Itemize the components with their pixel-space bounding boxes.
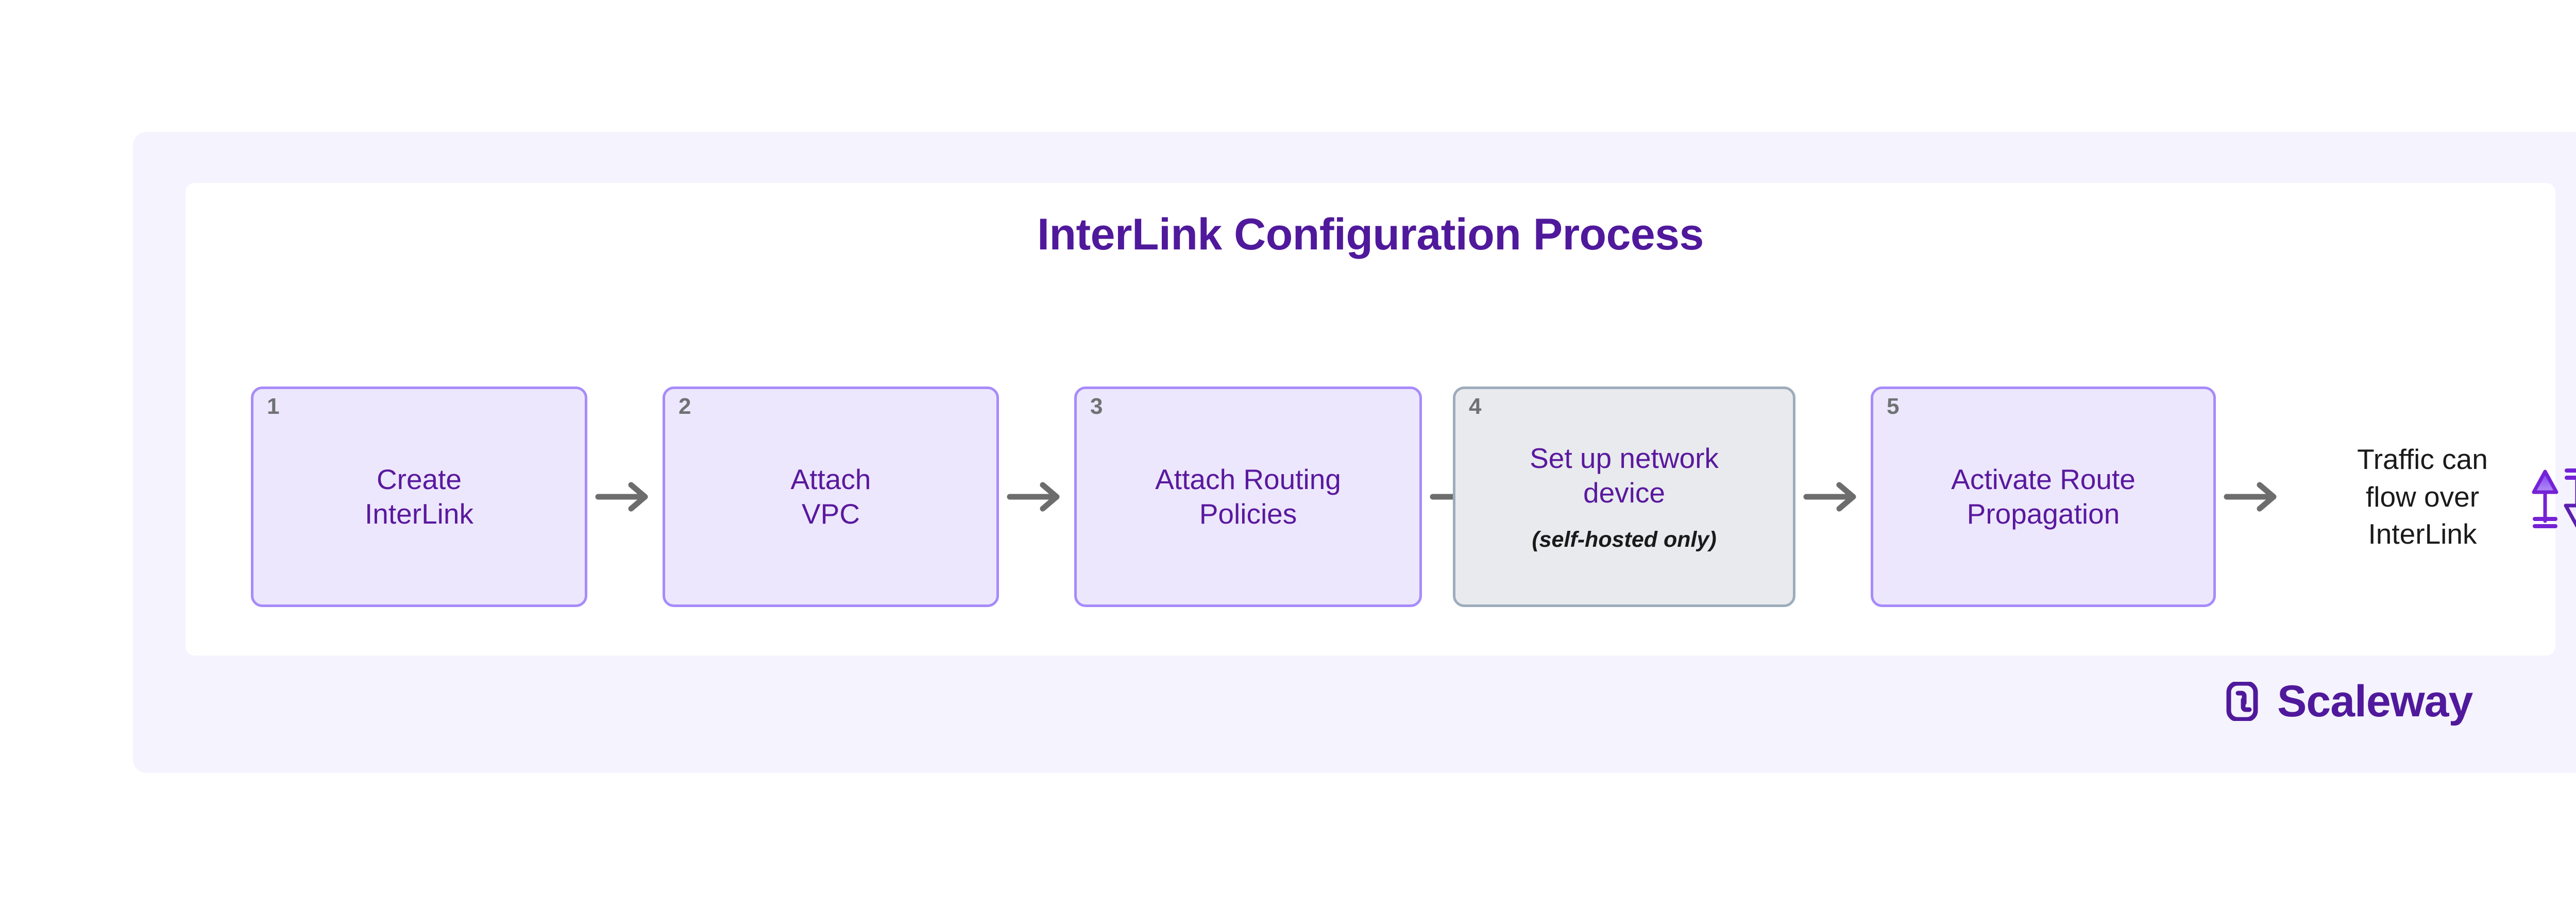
step-number-1: 1 bbox=[267, 394, 280, 419]
step-body-1: Create InterLink bbox=[253, 389, 585, 604]
arrow-right-icon bbox=[2224, 481, 2281, 513]
step-body-3: Attach Routing Policies bbox=[1077, 389, 1419, 604]
step-body-5: Activate Route Propagation bbox=[1873, 389, 2213, 604]
arrow-right-icon bbox=[1803, 481, 1861, 513]
step-number-4: 4 bbox=[1469, 394, 1482, 419]
step-body-4: Set up network device (self-hosted only) bbox=[1455, 389, 1793, 604]
step-box-2[interactable]: 2 Attach VPC bbox=[663, 387, 999, 607]
step-label-3: Attach Routing Policies bbox=[1155, 463, 1341, 530]
brand-logo: Scaleway bbox=[2226, 677, 2473, 726]
process-flow: 1 Create InterLink 2 Attach VPC 3 bbox=[251, 387, 2576, 608]
step-label-2: Attach VPC bbox=[790, 463, 871, 530]
outcome-label: Traffic can flow over InterLink bbox=[2357, 443, 2488, 550]
step-body-2: Attach VPC bbox=[665, 389, 996, 604]
step-number-2: 2 bbox=[679, 394, 691, 419]
step-label-4: Set up network device bbox=[1530, 442, 1719, 509]
page-title: InterLink Configuration Process bbox=[1037, 210, 1704, 259]
arrow-right-icon bbox=[595, 481, 653, 513]
step-box-3[interactable]: 3 Attach Routing Policies bbox=[1074, 387, 1422, 607]
traffic-up-down-icon bbox=[2526, 463, 2576, 530]
step-label-1: Create InterLink bbox=[365, 463, 473, 530]
step-box-1[interactable]: 1 Create InterLink bbox=[251, 387, 587, 607]
step-box-4[interactable]: 4 Set up network device (self-hosted onl… bbox=[1453, 387, 1795, 607]
step-label-5: Activate Route Propagation bbox=[1951, 463, 2136, 530]
step-number-3: 3 bbox=[1090, 394, 1103, 419]
step-note-4: (self-hosted only) bbox=[1532, 527, 1717, 552]
step-box-5[interactable]: 5 Activate Route Propagation bbox=[1871, 387, 2216, 607]
step-number-5: 5 bbox=[1887, 394, 1900, 419]
scaleway-logo-icon bbox=[2226, 682, 2258, 721]
brand-name: Scaleway bbox=[2277, 677, 2473, 726]
arrow-right-icon bbox=[1007, 481, 1064, 513]
